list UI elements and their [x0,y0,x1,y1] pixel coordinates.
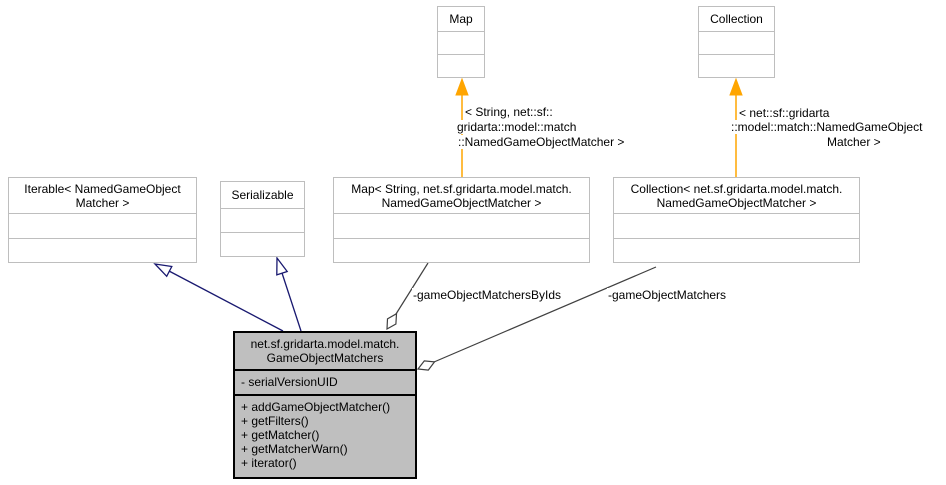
class-node-gameobjectmatchers[interactable]: net.sf.gridarta.model.match. GameObjectM… [233,331,417,479]
attributes-compartment [9,213,196,238]
class-node-collection[interactable]: Collection [698,6,775,78]
class-title-line: net.sf.gridarta.model.match. [250,337,400,351]
class-title: Collection [710,12,763,26]
class-title: Iterable< NamedGameObject Matcher > [9,178,196,213]
class-title: Map [449,12,473,26]
methods-compartment [334,237,589,263]
template-args-label-line: < String, net::sf:: [464,105,554,119]
usage-label-gameobjectmatchers: -gameObjectMatchers [607,288,728,302]
attributes-compartment [334,213,589,238]
methods-compartment [9,237,196,263]
aggregation-diamond-icon [416,360,436,371]
class-node-map-instance[interactable]: Map< String, net.sf.gridarta.model.match… [333,177,590,263]
methods-compartment [438,54,484,77]
template-args-label-line: ::model::match::NamedGameObject [730,120,924,134]
template-arrowhead-icon [455,77,469,96]
inheritance-edge-serializable [276,256,302,332]
template-args-label-line: < net::sf::gridarta [738,106,831,120]
methods-compartment [221,232,304,256]
inheritance-edge-iterable [153,263,284,332]
class-title-line: Collection< net.sf.gridarta.model.match. [630,181,843,196]
inheritance-arrowhead-icon [153,263,173,278]
class-title-line: GameObjectMatchers [266,351,384,365]
method-row: + getMatcher() [241,428,320,442]
usage-edge-collection [416,266,657,371]
attributes-compartment: - serialVersionUID [235,369,415,394]
methods-compartment [614,237,859,263]
class-title: Collection< net.sf.gridarta.model.match.… [614,178,859,213]
aggregation-diamond-icon [386,312,398,331]
class-title-line: Iterable< NamedGameObject [24,181,181,196]
class-title: net.sf.gridarta.model.match. GameObjectM… [235,333,415,369]
attributes-compartment [699,31,774,54]
methods-compartment [699,54,774,77]
class-title: Serializable [231,188,294,202]
methods-compartment: + addGameObjectMatcher() + getFilters() … [235,394,415,477]
class-node-iterable[interactable]: Iterable< NamedGameObject Matcher > [8,177,197,263]
method-row: + getFilters() [241,414,309,428]
template-arrowhead-icon [729,77,743,96]
template-args-label-line: Matcher > [826,135,882,149]
class-title-line: NamedGameObjectMatcher > [656,195,817,210]
class-node-serializable[interactable]: Serializable [220,181,305,257]
class-title: Map< String, net.sf.gridarta.model.match… [334,178,589,213]
class-title-line: NamedGameObjectMatcher > [381,195,542,210]
class-title-line: Map< String, net.sf.gridarta.model.match… [351,181,572,196]
inheritance-arrowhead-icon [276,256,289,276]
class-node-map[interactable]: Map [437,6,485,78]
class-node-collection-instance[interactable]: Collection< net.sf.gridarta.model.match.… [613,177,860,263]
attribute-row: - serialVersionUID [241,375,338,389]
usage-label-gameobjectmatchersbyids: -gameObjectMatchersByIds [412,288,563,302]
attributes-compartment [438,31,484,54]
template-args-label-line: ::NamedGameObjectMatcher > [457,135,626,149]
method-row: + addGameObjectMatcher() [241,400,391,414]
method-row: + iterator() [241,456,297,470]
method-row: + getMatcherWarn() [241,442,348,456]
template-args-label-line: gridarta::model::match [456,120,578,134]
class-title-line: Matcher > [75,195,130,210]
attributes-compartment [221,208,304,232]
attributes-compartment [614,213,859,238]
template-edge-collection [729,77,743,177]
